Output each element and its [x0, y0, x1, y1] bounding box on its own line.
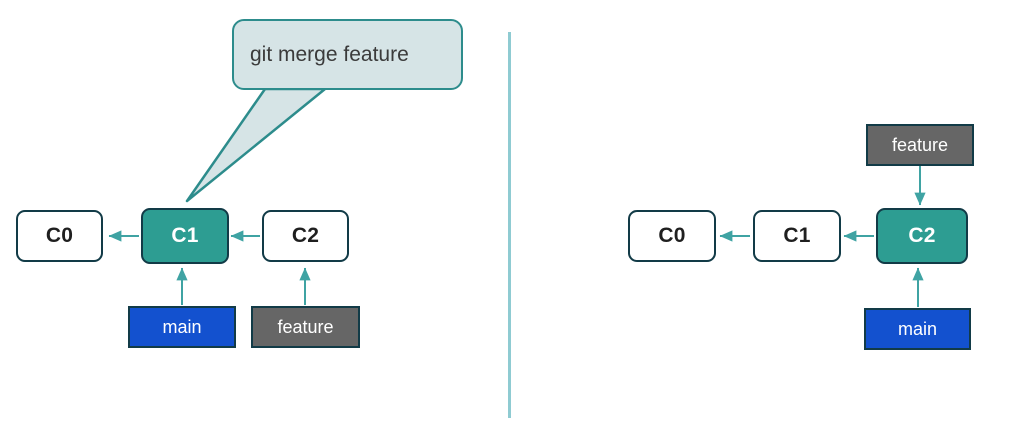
callout-text: git merge feature [250, 42, 409, 66]
commit-label: C1 [783, 224, 811, 247]
branch-name: main [162, 316, 202, 337]
commit-label: C0 [658, 224, 686, 247]
callout-tail [185, 87, 327, 203]
branch-name: main [897, 318, 937, 339]
callout-bubble: git merge feature [232, 19, 463, 90]
commit-node-c0-right[interactable]: C0 [628, 210, 716, 262]
branch-label-feature-left[interactable]: feature [251, 306, 360, 348]
branch-name: feature [277, 316, 334, 337]
commit-label: C2 [908, 224, 936, 247]
branch-name: feature [891, 134, 949, 155]
branch-label-main-right[interactable]: main [864, 308, 971, 350]
commit-node-c1-right[interactable]: C1 [753, 210, 841, 262]
branch-label-feature-right[interactable]: feature [866, 124, 974, 166]
commit-node-c0-left[interactable]: C0 [16, 210, 103, 262]
branch-label-main-left[interactable]: main [128, 306, 236, 348]
commit-node-c2-right[interactable]: C2 [876, 208, 968, 264]
commit-node-c1-left[interactable]: C1 [141, 208, 229, 264]
commit-node-c2-left[interactable]: C2 [262, 210, 349, 262]
commit-label: C0 [45, 224, 74, 247]
commit-label: C1 [171, 224, 199, 247]
commit-label: C2 [291, 224, 320, 247]
